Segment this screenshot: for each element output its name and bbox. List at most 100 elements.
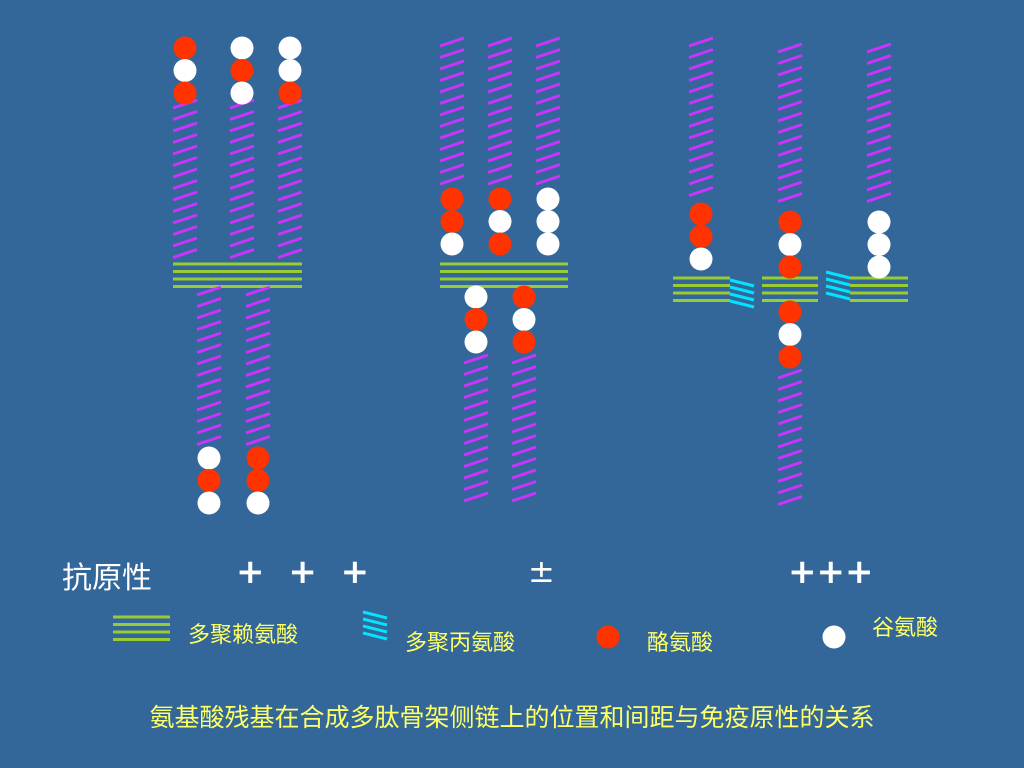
chain-stroke	[866, 169, 892, 180]
chain-stroke	[487, 140, 513, 151]
chain-stroke	[511, 434, 537, 445]
figure-caption: 氨基酸残基在合成多肽骨架侧链上的位置和间距与免疫原性的关系	[149, 703, 875, 732]
polylysine-backbone	[673, 276, 730, 302]
chain-stroke	[229, 202, 255, 213]
chain-stroke	[245, 308, 271, 320]
chain-stroke	[777, 180, 803, 192]
polyalanine-line	[729, 299, 755, 309]
glutamate-residue	[246, 491, 270, 515]
chain-stroke	[463, 434, 489, 445]
chain-stroke	[229, 190, 255, 202]
chain-stroke	[196, 366, 222, 377]
chain-stroke	[535, 151, 561, 163]
chain-stroke	[172, 225, 198, 236]
chain-stroke	[172, 144, 198, 156]
glutamate-residue	[778, 233, 802, 256]
chain-stroke	[463, 491, 489, 503]
chain-stroke	[439, 140, 465, 151]
chain-stroke	[777, 368, 803, 380]
chain-stroke	[172, 156, 198, 167]
glutamate-residue	[197, 491, 221, 515]
chain-stroke	[245, 389, 271, 400]
glutamate-residue	[197, 446, 221, 470]
glutamate-residue	[778, 323, 802, 346]
chain-stroke	[439, 128, 465, 140]
chain-stroke	[866, 123, 892, 134]
legend-polylysine-label: 多聚赖氨酸	[188, 623, 299, 648]
glutamate-residue	[278, 59, 302, 82]
chain-segment	[688, 36, 714, 197]
chain-stroke	[196, 331, 222, 343]
chain-stroke	[229, 179, 255, 190]
chain-stroke	[777, 437, 803, 449]
chain-stroke	[688, 151, 714, 163]
chain-segment	[245, 285, 271, 446]
antigenicity-level-2: ±	[528, 552, 555, 590]
chain-stroke	[688, 71, 714, 82]
chain-stroke	[777, 403, 803, 414]
chain-stroke	[172, 213, 198, 225]
chain-stroke	[245, 377, 271, 389]
tyrosine-residue	[173, 36, 197, 60]
chain-stroke	[777, 111, 803, 123]
chain-stroke	[688, 186, 714, 197]
chain-stroke	[688, 59, 714, 71]
chain-stroke	[511, 376, 537, 388]
polylysine-backbone	[173, 262, 302, 288]
polyalanine-line	[729, 285, 755, 295]
chain-stroke	[172, 248, 198, 259]
glutamate-residue	[230, 36, 254, 60]
chain-stroke	[866, 180, 892, 192]
chain-stroke	[535, 71, 561, 82]
chain-stroke	[229, 110, 255, 121]
chain-stroke	[245, 285, 271, 297]
chain-stroke	[229, 133, 255, 144]
chain-stroke	[688, 105, 714, 117]
chain-stroke	[535, 36, 561, 48]
chain-stroke	[688, 82, 714, 94]
chain-stroke	[777, 495, 803, 506]
chain-stroke	[487, 71, 513, 82]
chain-stroke	[277, 144, 303, 156]
chain-stroke	[511, 399, 537, 411]
chain-stroke	[777, 192, 803, 203]
tyrosine-residue	[464, 308, 488, 331]
chain-stroke	[277, 225, 303, 236]
chain-stroke	[245, 331, 271, 343]
chain-stroke	[777, 380, 803, 391]
chain-stroke	[196, 400, 222, 412]
tyrosine-residue	[488, 187, 512, 211]
chain-stroke	[172, 202, 198, 213]
tyrosine-residue	[778, 210, 802, 234]
chain-stroke	[487, 151, 513, 163]
chain-stroke	[511, 411, 537, 422]
chain-stroke	[172, 190, 198, 202]
chain-stroke	[245, 297, 271, 308]
chain-stroke	[688, 117, 714, 128]
chain-stroke	[487, 117, 513, 128]
glutamate-residue	[464, 330, 488, 354]
tyrosine-residue	[278, 81, 302, 105]
chain-stroke	[439, 163, 465, 174]
chain-stroke	[866, 100, 892, 111]
glutamate-residue	[173, 59, 197, 82]
chain-stroke	[277, 167, 303, 179]
chain-stroke	[229, 121, 255, 133]
tyrosine-residue	[197, 469, 221, 492]
chain-stroke	[439, 94, 465, 105]
polyalanine-line	[825, 291, 851, 301]
chain-stroke	[196, 354, 222, 366]
chain-stroke	[535, 48, 561, 59]
chain-segment	[463, 353, 489, 503]
glutamate-residue	[536, 187, 560, 211]
glutamate-residue	[536, 232, 560, 256]
glutamate-residue	[278, 36, 302, 60]
glutamate-residue	[230, 81, 254, 105]
chain-stroke	[688, 163, 714, 174]
chain-segment	[439, 36, 465, 186]
chain-stroke	[866, 77, 892, 88]
chain-segment	[196, 285, 222, 446]
chain-stroke	[245, 343, 271, 354]
tyrosine-residue	[246, 469, 270, 492]
chain-stroke	[487, 163, 513, 174]
